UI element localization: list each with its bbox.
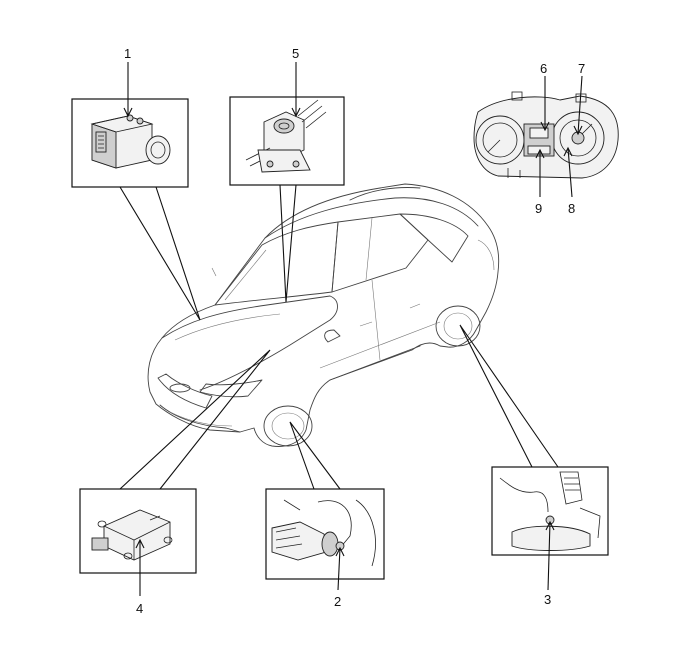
leader-line-2	[337, 547, 341, 591]
brake-switch-illustration	[245, 99, 327, 173]
front-wheel-sensor-illustration	[271, 499, 376, 567]
arrowhead-7	[573, 125, 583, 136]
callout-number-7: 7	[578, 61, 585, 76]
callout-box-1: 1	[71, 46, 201, 321]
callout-box-4: 4	[79, 349, 271, 616]
hecu-module-illustration	[90, 114, 171, 169]
yaw-sensor-illustration	[91, 509, 173, 561]
arrowhead-4	[135, 538, 145, 549]
arrowhead-3	[545, 520, 555, 531]
leader-line-7	[577, 75, 583, 135]
pointer-2	[289, 421, 341, 490]
callout-number-1: 1	[124, 46, 131, 61]
callout-number-4: 4	[136, 601, 143, 616]
leader-line-8	[567, 147, 573, 198]
arrowhead-1	[123, 107, 133, 118]
callout-number-2: 2	[334, 594, 341, 609]
callout-box-2: 2	[265, 421, 385, 609]
leader-line-3	[547, 521, 551, 591]
callout-number-6: 6	[540, 61, 547, 76]
callout-box-5: 5	[229, 46, 345, 303]
callout-box-3: 3	[459, 324, 609, 607]
arrowhead-8	[563, 146, 573, 157]
pointer-3	[459, 324, 559, 468]
arrowhead-2	[335, 546, 345, 557]
pointer-5	[279, 184, 297, 303]
callout-number-9: 9	[535, 201, 542, 216]
callout-leaders-cluster: 6 7 8 9	[535, 61, 585, 216]
instrument-cluster-illustration	[473, 91, 619, 179]
pointer-1	[119, 186, 201, 321]
callout-number-8: 8	[568, 201, 575, 216]
arrowhead-6	[540, 121, 550, 132]
pointer-4	[119, 349, 271, 490]
rear-wheel-sensor-illustration	[499, 471, 601, 551]
arrowhead-5	[291, 107, 301, 118]
callout-number-5: 5	[292, 46, 299, 61]
callout-number-3: 3	[544, 592, 551, 607]
arrowhead-9	[535, 148, 545, 159]
vehicle-illustration	[147, 183, 500, 447]
